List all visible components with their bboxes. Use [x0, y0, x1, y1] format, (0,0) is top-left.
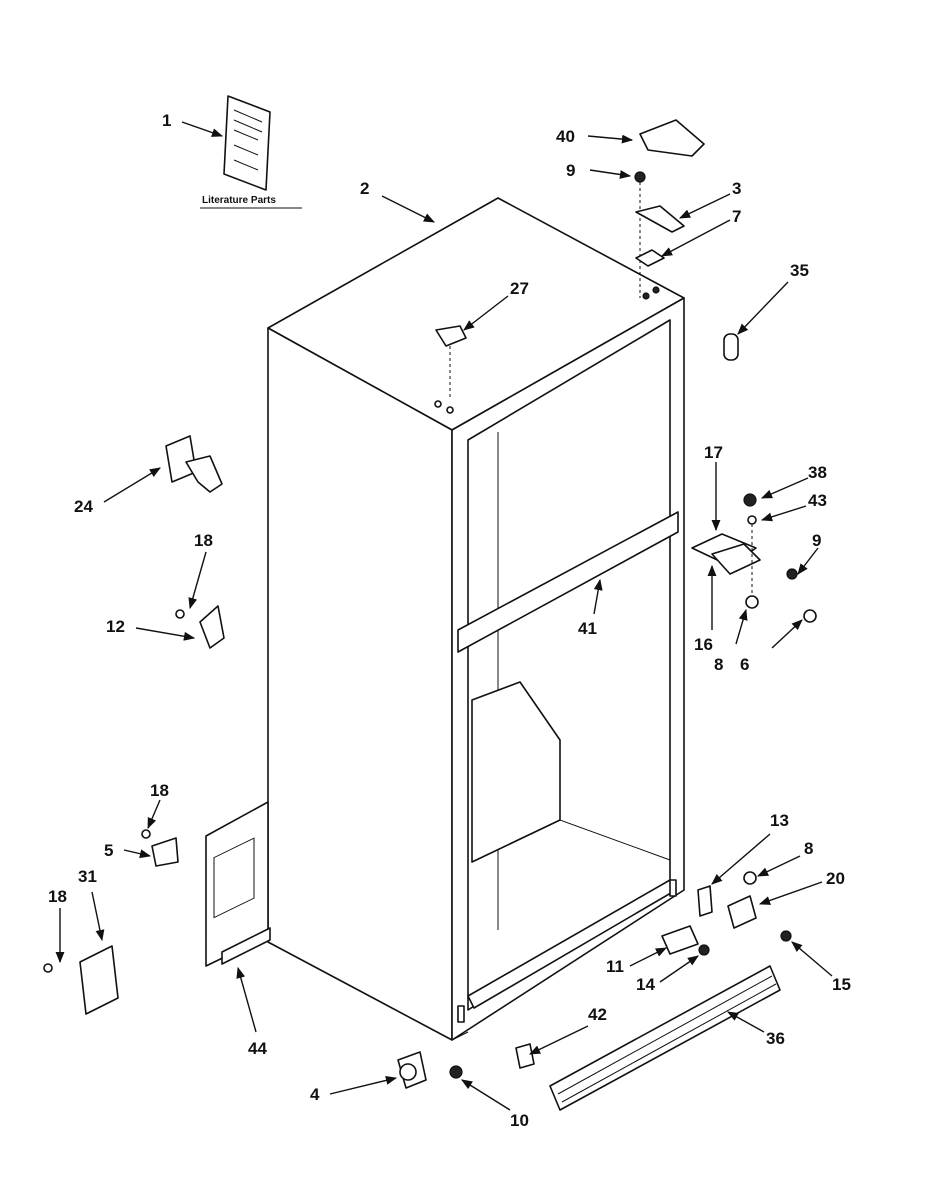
callout-35: 35 [790, 261, 809, 280]
part-13-bracket [697, 885, 713, 917]
part-27-knob [435, 325, 467, 400]
part-15-screw [780, 930, 792, 942]
part-3-hinge [635, 205, 685, 233]
callout-17: 17 [704, 443, 723, 462]
callout-13: 13 [770, 811, 789, 830]
part-42-clip [515, 1043, 535, 1069]
callout-11: 11 [606, 957, 624, 976]
callout-31: 31 [78, 867, 97, 886]
callout-12: 12 [106, 617, 125, 636]
callout-38: 38 [808, 463, 827, 482]
part-7-shim [635, 249, 665, 267]
part-10-screw [449, 1065, 463, 1079]
callout-numbers: 1 2 40 9 3 7 35 27 24 18 12 17 38 43 9 1… [48, 111, 851, 1130]
part-35-pin [723, 333, 739, 361]
part-11-bracket [661, 925, 710, 956]
callout-20: 20 [826, 869, 845, 888]
part-5-clip [141, 829, 179, 867]
part-24-bracket [165, 435, 223, 493]
part-8-nut [743, 871, 757, 885]
callout-8-a: 8 [714, 655, 723, 674]
callout-18-b: 18 [150, 781, 169, 800]
callout-44: 44 [248, 1039, 267, 1058]
part-12-clip [175, 605, 225, 649]
callout-10: 10 [510, 1111, 529, 1130]
callout-2: 2 [360, 179, 369, 198]
callout-5: 5 [104, 841, 113, 860]
callout-8-b: 8 [804, 839, 813, 858]
callout-24: 24 [74, 497, 93, 516]
part-40-cover [639, 119, 705, 157]
callout-27: 27 [510, 279, 529, 298]
part-36-grille [549, 965, 781, 1111]
callout-42: 42 [588, 1005, 607, 1024]
callout-7: 7 [732, 207, 741, 226]
callout-36: 36 [766, 1029, 785, 1048]
part-17-hinge [691, 493, 817, 623]
part-31-cover [43, 945, 119, 1015]
literature-parts-icon: Literature Parts [200, 95, 302, 209]
callout-43: 43 [808, 491, 827, 510]
callout-14: 14 [636, 975, 655, 994]
callout-3: 3 [732, 179, 741, 198]
cabinet [267, 197, 685, 1041]
literature-label: Literature Parts [202, 195, 276, 206]
part-20-bracket [727, 895, 757, 929]
leader-lines [55, 121, 833, 1111]
callout-6: 6 [740, 655, 749, 674]
callout-4: 4 [310, 1085, 320, 1104]
callout-40: 40 [556, 127, 575, 146]
part-44-toe-bracket [205, 801, 271, 967]
callout-15: 15 [832, 975, 851, 994]
callout-16: 16 [694, 635, 713, 654]
part-9-screw-top [634, 171, 646, 298]
part-4-roller [397, 1051, 427, 1089]
callout-18-a: 18 [194, 531, 213, 550]
callout-1: 1 [162, 111, 171, 130]
callout-9: 9 [566, 161, 575, 180]
callout-18-c: 18 [48, 887, 67, 906]
callout-41: 41 [578, 619, 597, 638]
callout-9-b: 9 [812, 531, 821, 550]
